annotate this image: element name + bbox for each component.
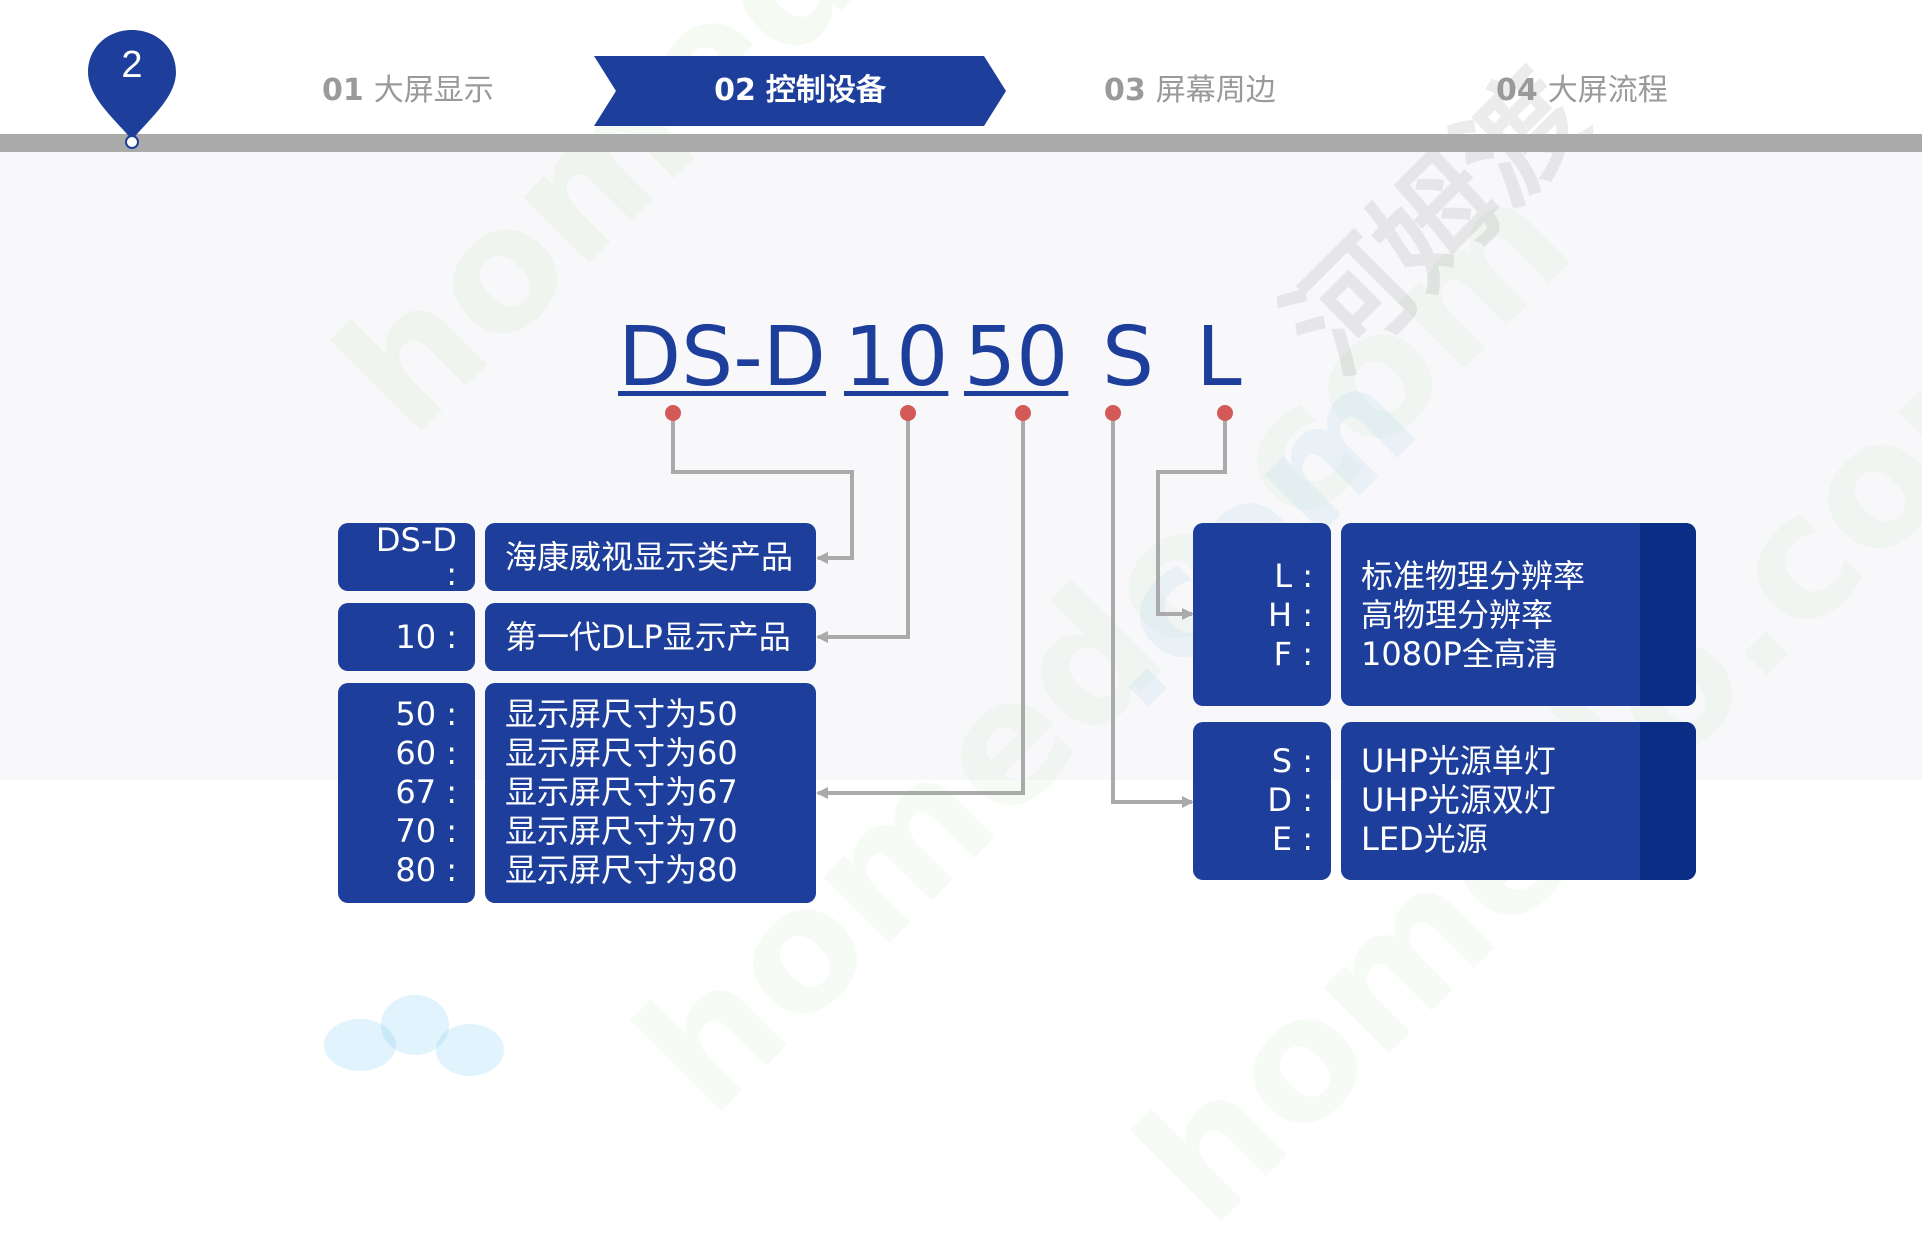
key-label: 80 : <box>395 851 457 889</box>
key-label: 50 : <box>395 695 457 733</box>
key-label: D : <box>1267 781 1313 819</box>
series-key-box: DS-D : <box>338 523 475 591</box>
nav-item-label: 大屏显示 <box>373 73 494 108</box>
code-part-resolution: L <box>1196 310 1242 405</box>
generation-desc-box: 第一代DLP显示产品 <box>485 603 816 671</box>
nav-item-label: 屏幕周边 <box>1155 73 1276 108</box>
desc-label: 显示屏尺寸为50 <box>505 695 738 733</box>
desc-label: 1080P全高清 <box>1361 635 1558 673</box>
key-label: 10 : <box>395 618 457 656</box>
desc-label: 显示屏尺寸为60 <box>505 734 738 772</box>
desc-label: LED光源 <box>1361 820 1488 858</box>
desc-label: 第一代DLP显示产品 <box>505 618 791 656</box>
code-dot-size <box>1015 405 1031 421</box>
series-desc-box: 海康威视显示类产品 <box>485 523 816 591</box>
nav-item-number: 04 <box>1496 73 1538 108</box>
nav-item-01[interactable]: 01 大屏显示 <box>322 70 494 112</box>
key-label: 70 : <box>395 812 457 850</box>
section-number: 2 <box>121 44 143 86</box>
nav-item-04[interactable]: 04 大屏流程 <box>1496 70 1668 112</box>
code-part-size: 50 <box>964 310 1069 405</box>
code-dot-series <box>665 405 681 421</box>
key-label: L : <box>1274 557 1313 595</box>
code-dot-light-source <box>1105 405 1121 421</box>
key-label: S : <box>1271 742 1313 780</box>
nav-item-number: 02 <box>714 73 756 108</box>
desc-label: UHP光源单灯 <box>1361 742 1556 780</box>
watermark-logo-icon <box>324 995 504 1076</box>
nav-item-label: 大屏流程 <box>1547 73 1668 108</box>
box-stripe <box>1640 722 1696 880</box>
section-pin-icon <box>88 30 176 149</box>
key-label: 67 : <box>395 773 457 811</box>
light-source-desc-box: UHP光源单灯 UHP光源双灯 LED光源 <box>1341 722 1696 880</box>
key-label: DS-D <box>375 523 457 559</box>
desc-label: 标准物理分辨率 <box>1361 557 1586 595</box>
nav-item-02[interactable]: 02 控制设备 <box>594 70 1006 112</box>
code-part-light-source: S <box>1102 310 1155 405</box>
code-part-series: DS-D <box>618 310 826 405</box>
desc-label: UHP光源双灯 <box>1361 781 1556 819</box>
key-label: 60 : <box>395 734 457 772</box>
code-dot-generation <box>900 405 916 421</box>
desc-label: 显示屏尺寸为70 <box>505 812 738 850</box>
desc-label: 显示屏尺寸为67 <box>505 773 738 811</box>
desc-label: 高物理分辨率 <box>1361 596 1554 634</box>
key-label: E : <box>1271 820 1313 858</box>
nav-item-number: 01 <box>322 73 364 108</box>
nav-active-banner <box>594 56 1006 126</box>
size-key-box: 50 : 60 : 67 : 70 : 80 : <box>338 683 475 903</box>
code-part-generation: 10 <box>844 310 949 405</box>
size-desc-box: 显示屏尺寸为50 显示屏尺寸为60 显示屏尺寸为67 显示屏尺寸为70 显示屏尺… <box>485 683 816 903</box>
resolution-key-box: L : H : F : <box>1193 523 1331 706</box>
connector-lines <box>665 405 1233 808</box>
box-stripe <box>1640 523 1696 706</box>
code-dot-resolution <box>1217 405 1233 421</box>
nav-item-label: 控制设备 <box>765 73 886 108</box>
desc-label: 海康威视显示类产品 <box>505 538 794 576</box>
key-label: F : <box>1273 635 1313 673</box>
key-label: H : <box>1267 596 1313 634</box>
light-source-key-box: S : D : E : <box>1193 722 1331 880</box>
header-divider-bar <box>0 134 1922 152</box>
resolution-desc-box: 标准物理分辨率 高物理分辨率 1080P全高清 <box>1341 523 1696 706</box>
generation-key-box: 10 : <box>338 603 475 671</box>
key-label: : <box>446 555 457 591</box>
nav-item-number: 03 <box>1104 73 1146 108</box>
nav-item-03[interactable]: 03 屏幕周边 <box>1104 70 1276 112</box>
desc-label: 显示屏尺寸为80 <box>505 851 738 889</box>
